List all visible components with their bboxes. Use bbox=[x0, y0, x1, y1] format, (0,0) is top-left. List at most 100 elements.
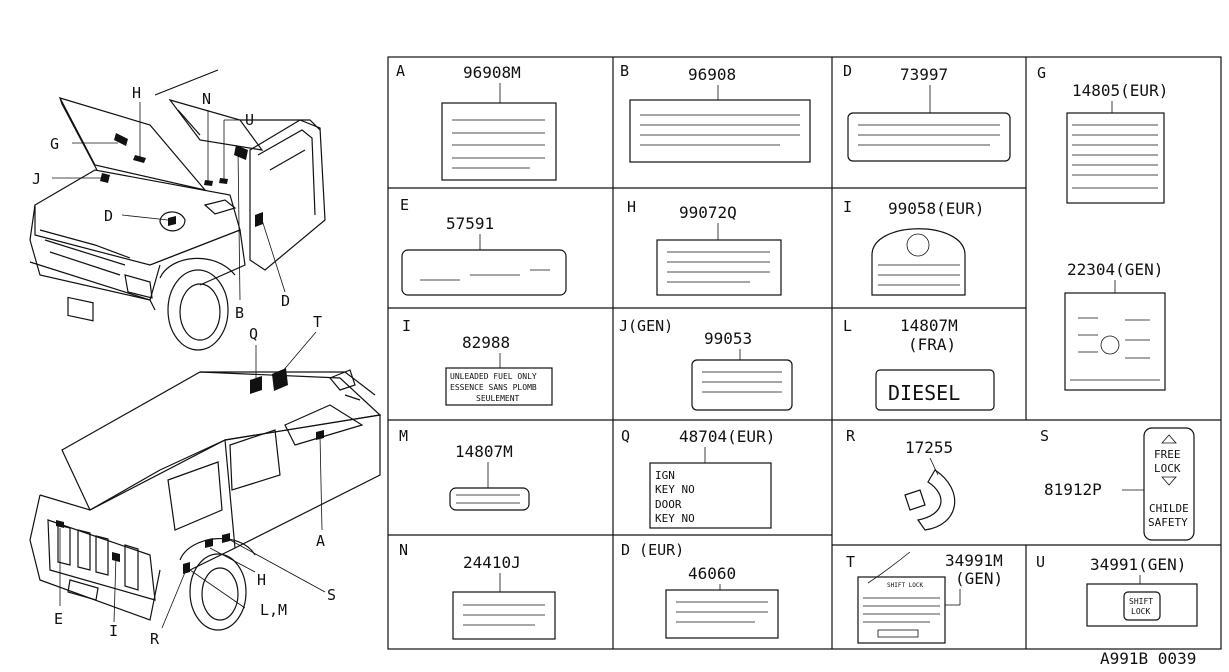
cell-i-unleaded: I 82988 UNLEADED FUEL ONLY ESSENCE SANS … bbox=[402, 317, 553, 406]
part-number: 14807M bbox=[455, 442, 513, 461]
cell-letter: U bbox=[1036, 553, 1045, 571]
childe-text: CHILDE bbox=[1149, 502, 1189, 515]
part-number: 96908 bbox=[688, 65, 736, 84]
callout-s: S bbox=[327, 586, 336, 604]
cell-letter: J(GEN) bbox=[619, 317, 673, 335]
callout-h-front: H bbox=[132, 84, 141, 102]
cell-letter: D (EUR) bbox=[621, 541, 684, 559]
shift-text: SHIFT bbox=[1129, 597, 1153, 606]
callout-i: I bbox=[109, 622, 118, 640]
cell-letter: R bbox=[846, 427, 856, 445]
key-line-4: KEY NO bbox=[655, 512, 695, 525]
cell-g: G 14805(EUR) 22304(GEN) bbox=[1037, 64, 1168, 391]
cell-letter: S bbox=[1040, 427, 1049, 445]
cell-letter: N bbox=[399, 541, 408, 559]
part-number: 34991(GEN) bbox=[1090, 555, 1186, 574]
cell-letter: Q bbox=[621, 427, 630, 445]
callout-e: E bbox=[54, 610, 63, 628]
free-text: FREE bbox=[1154, 448, 1181, 461]
lock-text: LOCK bbox=[1131, 607, 1150, 616]
callout-d-front: D bbox=[104, 207, 113, 225]
unleaded-line-3: SEULEMENT bbox=[476, 394, 520, 403]
part-number: 81912P bbox=[1044, 480, 1102, 499]
diagram-label-icon bbox=[1064, 292, 1166, 391]
cell-t: T 34991M (GEN) SHIFT LOCK bbox=[846, 551, 1003, 644]
cell-letter: I bbox=[402, 317, 411, 335]
diagram-id: A991B 0039 bbox=[1100, 649, 1196, 668]
key-line-1: IGN bbox=[655, 469, 675, 482]
callout-a: A bbox=[316, 532, 325, 550]
label-icon bbox=[401, 249, 567, 296]
cell-u: U 34991(GEN) SHIFT LOCK bbox=[1036, 553, 1198, 627]
parts-grid bbox=[387, 56, 1222, 650]
label-icon bbox=[875, 369, 995, 411]
part-number: 96908M bbox=[463, 63, 521, 82]
label-icon bbox=[847, 112, 1011, 162]
label-icon bbox=[1086, 583, 1198, 627]
part-number: 99058(EUR) bbox=[888, 199, 984, 218]
label-icon bbox=[649, 462, 772, 529]
unleaded-line-1: UNLEADED FUEL ONLY bbox=[450, 372, 537, 381]
label-icon bbox=[1066, 112, 1165, 204]
cell-letter: I bbox=[843, 198, 852, 216]
label-icon bbox=[452, 591, 556, 640]
part-number-gen: 22304(GEN) bbox=[1067, 260, 1163, 279]
cell-m: M 14807M bbox=[399, 427, 530, 511]
part-number: 14807M bbox=[900, 316, 958, 335]
cell-a: A 96908M bbox=[396, 62, 557, 181]
cell-i-eur: I 99058(EUR) bbox=[843, 198, 984, 296]
safety-text: SAFETY bbox=[1148, 516, 1188, 529]
cell-q: Q 48704(EUR) IGN KEY NO DOOR KEY NO bbox=[621, 427, 775, 529]
callout-r: R bbox=[150, 630, 160, 648]
callout-q: Q bbox=[249, 325, 258, 343]
callout-g: G bbox=[50, 135, 59, 153]
rear-vehicle-illustration bbox=[29, 331, 382, 631]
part-number: 34991M bbox=[945, 551, 1003, 570]
part-number: 73997 bbox=[900, 65, 948, 84]
part-number: 48704(EUR) bbox=[679, 427, 775, 446]
cell-letter: L bbox=[843, 317, 852, 335]
cell-j: J(GEN) 99053 bbox=[619, 317, 793, 411]
label-icon bbox=[857, 576, 946, 644]
unleaded-line-2: ESSENCE SANS PLOMB bbox=[450, 383, 537, 392]
cell-s: S 81912P FREE LOCK CHILDE SAFETY bbox=[1040, 427, 1195, 541]
cell-n: N 24410J bbox=[399, 541, 556, 640]
shift-lock-t-text: SHIFT LOCK bbox=[887, 582, 924, 589]
cell-d-eur: D (EUR) 46060 bbox=[621, 541, 779, 639]
label-icon bbox=[629, 99, 811, 163]
label-icon bbox=[656, 239, 782, 296]
part-number: 82988 bbox=[462, 333, 510, 352]
label-icon bbox=[871, 228, 966, 296]
callout-h-rear: H bbox=[257, 571, 266, 589]
lock-text: LOCK bbox=[1154, 462, 1181, 475]
cell-d: D 73997 bbox=[843, 62, 1011, 162]
clip-icon bbox=[916, 469, 956, 531]
part-number: 17255 bbox=[905, 438, 953, 457]
front-vehicle-illustration bbox=[29, 69, 326, 351]
cell-b: B 96908 bbox=[620, 62, 811, 163]
cell-letter: E bbox=[400, 196, 409, 214]
diesel-text: DIESEL bbox=[888, 381, 960, 405]
label-icon bbox=[691, 359, 793, 411]
label-icon bbox=[441, 102, 557, 181]
callout-lm: L,M bbox=[260, 601, 287, 619]
label-icon bbox=[449, 487, 530, 511]
key-line-3: DOOR bbox=[655, 498, 682, 511]
cell-l: L 14807M (FRA) DIESEL bbox=[843, 316, 995, 411]
callout-t: T bbox=[313, 313, 322, 331]
cell-letter: D bbox=[843, 62, 852, 80]
cell-letter: G bbox=[1037, 64, 1046, 82]
label-icon bbox=[665, 589, 779, 639]
callout-u: U bbox=[245, 111, 254, 129]
cell-letter: A bbox=[396, 62, 405, 80]
callout-d-door: D bbox=[281, 292, 290, 310]
part-number: 57591 bbox=[446, 214, 494, 233]
cell-letter: M bbox=[399, 427, 408, 445]
cell-h: H 99072Q bbox=[627, 198, 782, 296]
key-line-2: KEY NO bbox=[655, 483, 695, 496]
part-number: 99072Q bbox=[679, 203, 737, 222]
label-icon bbox=[1143, 427, 1195, 541]
label-icon bbox=[445, 367, 553, 406]
part-number: 46060 bbox=[688, 564, 736, 583]
